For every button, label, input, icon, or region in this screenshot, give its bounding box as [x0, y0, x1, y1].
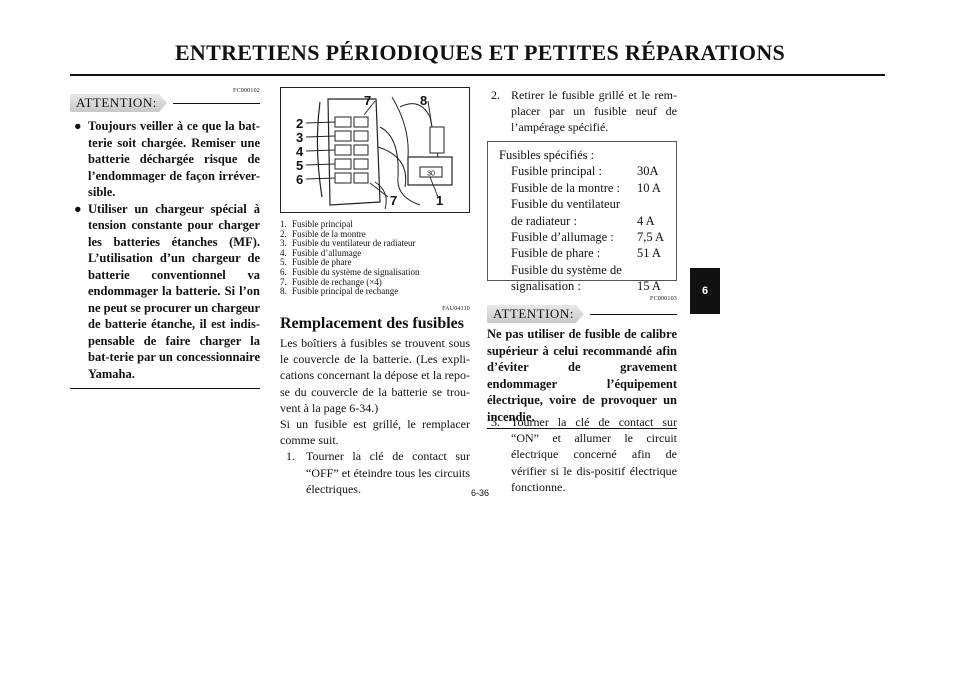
step-text: Tourner la clé de contact sur “ON” et al…: [511, 415, 677, 494]
callout-number: 4: [296, 144, 304, 159]
step-item: 3. Tourner la clé de contact sur “ON” et…: [491, 414, 677, 495]
warning-text: Utiliser un chargeur spécial à tension c…: [88, 201, 260, 381]
caption-row: 7.Fusible de rechange (×4): [280, 276, 382, 287]
attention-label: ATTENTION:: [487, 305, 584, 323]
caption-row: 3.Fusible du ventilateur de radiateur: [280, 238, 416, 249]
callout-number: 5: [296, 158, 303, 173]
caption-row: 4.Fusible d’allumage: [280, 247, 362, 258]
attention-box-battery: FC000102 ATTENTION: ● Toujours veiller à…: [70, 88, 260, 389]
callout-number: 7: [364, 93, 371, 108]
caption-row: 6.Fusible du système de signalisation: [280, 266, 420, 277]
page-number: 6-36: [470, 488, 489, 498]
callout-number: 1: [436, 193, 443, 208]
spec-row: Fusible du ventilateur: [511, 197, 621, 212]
attention-label: ATTENTION:: [70, 94, 167, 112]
spec-row: Fusible de la montre :10 A: [511, 180, 661, 195]
warning-item: ● Toujours veiller à ce que la bat-terie…: [70, 118, 260, 201]
callout-number: 3: [296, 130, 303, 145]
caption-row: 1.Fusible principal: [280, 219, 353, 229]
step-text: Retirer le fusible grillé et le rem-plac…: [511, 88, 677, 135]
attention-rule: [589, 313, 677, 315]
intro-paragraph: Les boîtiers à fusibles se trouvent sous…: [280, 336, 470, 415]
section-code: FAU04110: [442, 306, 470, 312]
spec-row: Fusible d’allumage :7,5 A: [511, 230, 665, 245]
chapter-tab: 6: [690, 268, 720, 314]
spec-row: signalisation :15 A: [511, 279, 661, 294]
section-body: Les boîtiers à fusibles se trouvent sous…: [280, 335, 470, 497]
caption-row: 8.Fusible principal de rechange: [280, 286, 399, 297]
page-title: ENTRETIENS PÉRIODIQUES ET PETITES RÉPARA…: [174, 40, 786, 65]
warning-item: ● Utiliser un chargeur spécial à tension…: [70, 201, 260, 383]
attention-end-rule: [487, 428, 677, 429]
callout-number: 8: [420, 93, 427, 108]
callout-number: 7: [390, 193, 397, 208]
section-title: Remplacement des fusibles: [280, 315, 464, 332]
step-number: 2.: [491, 88, 500, 102]
attention-text: Ne pas utiliser de fusible de calibre su…: [487, 326, 677, 429]
attention-box-fuse-header: FC000103 ATTENTION:: [487, 296, 677, 323]
attention-code: FC000103: [650, 296, 677, 302]
attention-rule: [172, 102, 260, 104]
fuse-value-label: 30: [427, 171, 435, 178]
step-number: 3.: [491, 415, 500, 429]
spec-heading: Fusibles spécifiés :: [499, 148, 595, 162]
attention-end-rule: [70, 388, 260, 389]
spec-row: Fusible principal :30A: [511, 164, 659, 179]
warning-text: Toujours veiller à ce que la bat-terie s…: [88, 119, 260, 199]
spec-row: de radiateur :4 A: [511, 213, 655, 228]
fuse-box-illustration: 30 7 8 2 3 4 5 6 7 1: [280, 87, 470, 213]
step-item: 1. Tourner la clé de contact sur “OFF” e…: [286, 448, 470, 497]
fuse-spec-box: Fusibles spécifiés : Fusible principal :…: [487, 141, 677, 293]
title-rule: [70, 74, 885, 76]
callout-number: 6: [296, 172, 303, 187]
caption-row: 5.Fusible de phare: [280, 257, 352, 268]
caption-row: 2.Fusible de la montre: [280, 228, 366, 239]
step-item: 2. Retirer le fusible grillé et le rem-p…: [491, 87, 677, 136]
intro-paragraph: Si un fusible est grillé, le remplacer c…: [280, 417, 470, 448]
bullet-icon: ●: [74, 119, 82, 133]
spec-row: Fusible de phare :51 A: [511, 246, 661, 261]
callout-number: 2: [296, 116, 303, 131]
attention-code: FC000102: [233, 88, 260, 94]
bullet-icon: ●: [74, 201, 82, 216]
fuse-box-figure: 30 7 8 2 3 4 5 6 7 1: [280, 87, 470, 213]
spec-row: Fusible du système de: [511, 262, 622, 277]
step-text: Tourner la clé de contact sur “OFF” et é…: [306, 449, 470, 496]
figure-captions: 1.Fusible principal 2.Fusible de la mont…: [280, 219, 470, 297]
step-number: 1.: [286, 449, 295, 464]
